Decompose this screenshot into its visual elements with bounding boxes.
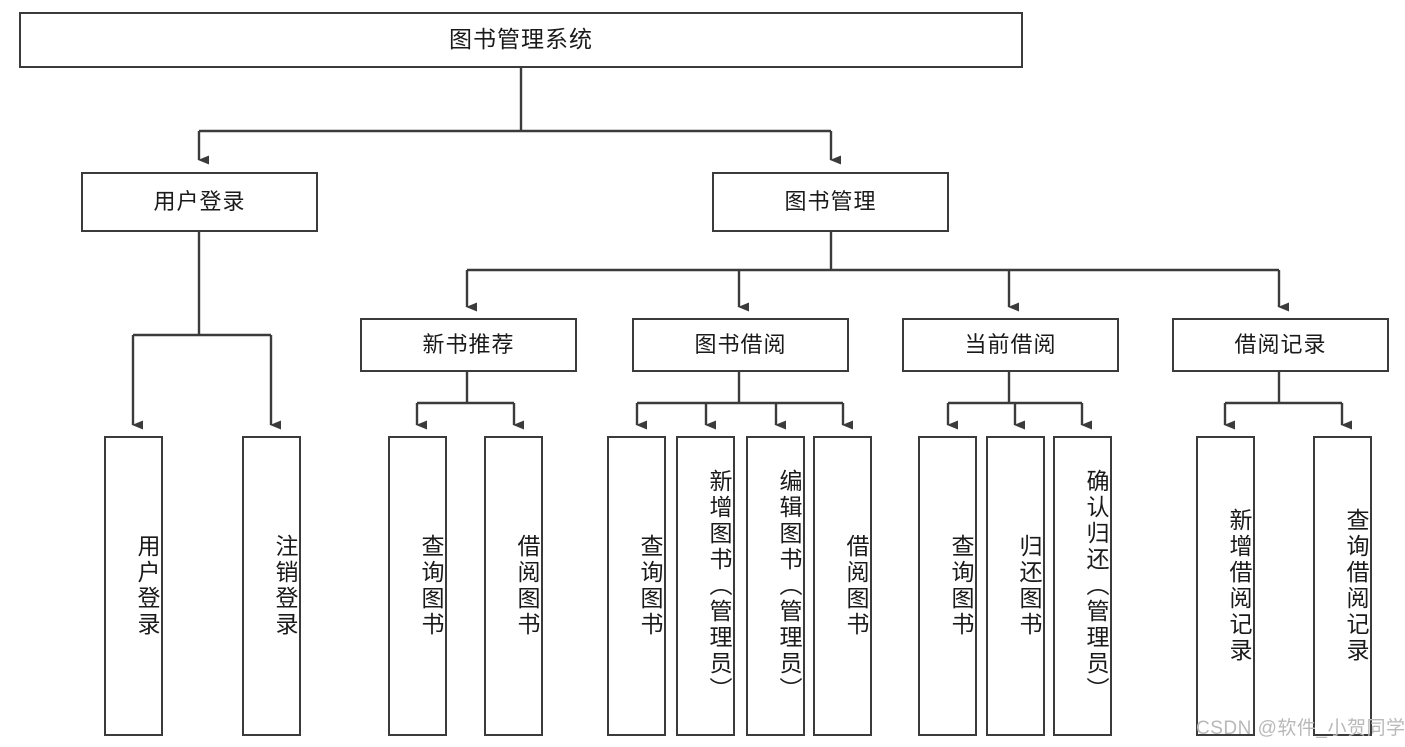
- node-new-book-recommendation[interactable]: 新书推荐: [360, 318, 577, 372]
- node-label: 用户登录: [153, 188, 246, 214]
- node-label: 归还图书: [1016, 534, 1042, 638]
- node-label: 编辑图书（管理员）: [776, 469, 802, 703]
- node-borrowing-record[interactable]: 借阅记录: [1172, 318, 1389, 372]
- node-label: 新增图书（管理员）: [706, 469, 732, 703]
- leaf-current-query-book[interactable]: 查询图书: [918, 436, 977, 736]
- leaf-logout[interactable]: 注销登录: [242, 436, 301, 736]
- leaf-newbook-query-book[interactable]: 查询图书: [388, 436, 447, 736]
- node-label: 确认归还（管理员）: [1083, 469, 1109, 703]
- leaf-record-add-record[interactable]: 新增借阅记录: [1196, 436, 1255, 736]
- leaf-borrow-borrow-book[interactable]: 借阅图书: [813, 436, 872, 736]
- leaf-current-confirm-return-admin[interactable]: 确认归还（管理员）: [1053, 436, 1112, 736]
- node-user-login[interactable]: 用户登录: [81, 172, 318, 232]
- leaf-newbook-borrow-book[interactable]: 借阅图书: [484, 436, 543, 736]
- csdn-watermark: CSDN @软件_小贺同学: [1196, 718, 1405, 739]
- leaf-record-query-record[interactable]: 查询借阅记录: [1313, 436, 1372, 736]
- node-label: 图书管理系统: [449, 26, 593, 53]
- node-label: 新增借阅记录: [1226, 508, 1252, 664]
- node-root-book-management-system[interactable]: 图书管理系统: [19, 12, 1023, 68]
- node-label: 查询图书: [948, 534, 974, 638]
- node-book-borrowing[interactable]: 图书借阅: [632, 318, 849, 372]
- node-label: 借阅图书: [843, 534, 869, 638]
- leaf-current-return-book[interactable]: 归还图书: [986, 436, 1045, 736]
- node-label: 新书推荐: [422, 331, 515, 357]
- node-book-management[interactable]: 图书管理: [712, 172, 949, 232]
- node-label: 借阅图书: [514, 534, 540, 638]
- leaf-borrow-query-book[interactable]: 查询图书: [607, 436, 666, 736]
- node-label: 查询借阅记录: [1343, 508, 1369, 664]
- leaf-borrow-add-book-admin[interactable]: 新增图书（管理员）: [676, 436, 735, 736]
- leaf-user-login[interactable]: 用户登录: [104, 436, 163, 736]
- node-label: 图书借阅: [694, 331, 787, 357]
- node-label: 图书管理: [784, 188, 877, 214]
- leaf-borrow-edit-book-admin[interactable]: 编辑图书（管理员）: [746, 436, 805, 736]
- node-label: 注销登录: [272, 534, 298, 638]
- node-label: 借阅记录: [1234, 331, 1327, 357]
- node-label: 查询图书: [637, 534, 663, 638]
- node-label: 当前借阅: [964, 331, 1057, 357]
- node-label: 用户登录: [134, 534, 160, 638]
- node-current-borrowing[interactable]: 当前借阅: [902, 318, 1119, 372]
- node-label: 查询图书: [418, 534, 444, 638]
